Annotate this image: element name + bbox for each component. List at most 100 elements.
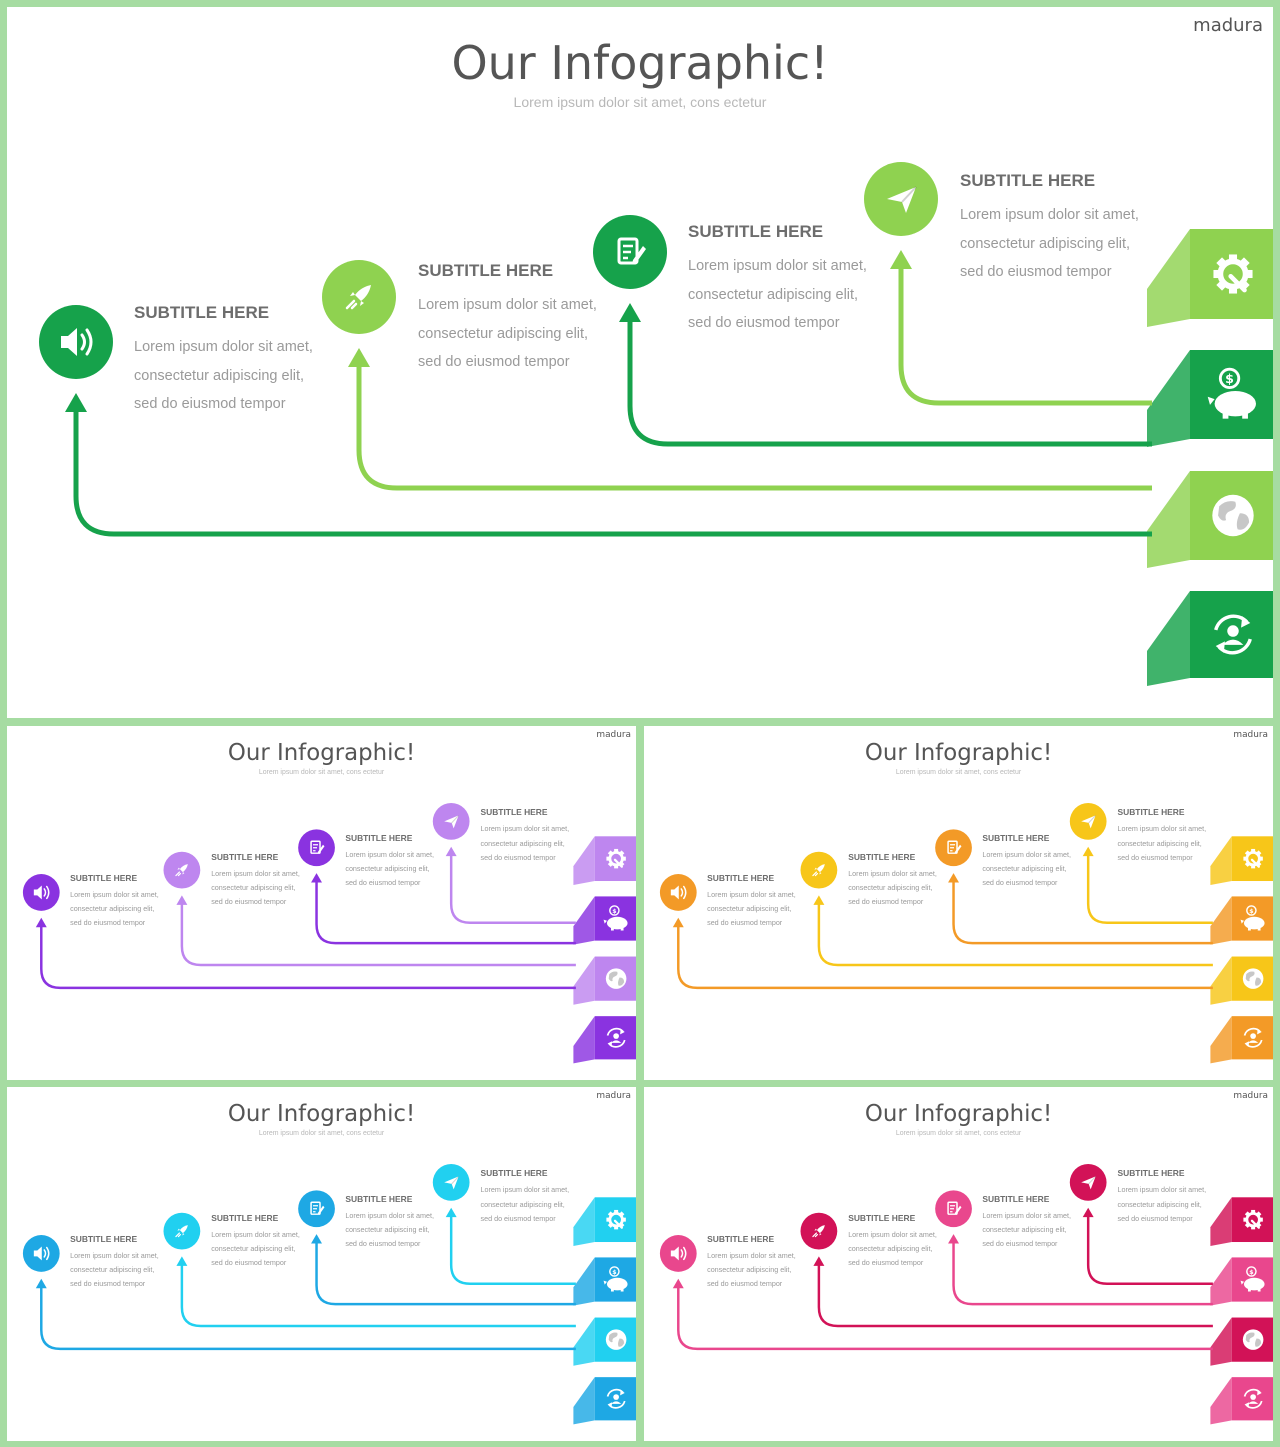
step-description-line: Lorem ipsum dolor sit amet, — [1117, 824, 1207, 834]
step-description-line: sed do eiusmod tempor — [345, 878, 421, 888]
paper-plane-icon — [444, 815, 459, 829]
rocket-icon — [812, 864, 825, 877]
step-description-line: Lorem ipsum dolor sit amet, — [1117, 1185, 1207, 1195]
slide-title: Our Infographic! — [864, 740, 1053, 767]
document-edit-icon — [310, 840, 325, 854]
branch-arrow-3 — [619, 303, 1152, 447]
globe-icon — [1242, 968, 1264, 989]
paper-plane-icon — [444, 1176, 459, 1190]
step-description-line: consectetur adipiscing elit, — [70, 904, 155, 914]
piggy-bank-icon: $ — [1240, 905, 1265, 931]
step-4: SUBTITLE HERE Lorem ipsum dolor sit amet,… — [960, 171, 1139, 287]
side-tab-4 — [1147, 591, 1273, 686]
step-description-line: Lorem ipsum dolor sit amet, — [211, 869, 300, 879]
step-description-line: consectetur adipiscing elit, — [1117, 838, 1202, 848]
branch-arrow-4 — [445, 1207, 576, 1285]
side-tab-1 — [573, 836, 636, 885]
branch-arrow-3 — [311, 873, 576, 945]
step-1: SUBTITLE HERE Lorem ipsum dolor sit amet,… — [134, 303, 313, 419]
step-description-line: consectetur adipiscing elit, — [1117, 1199, 1202, 1209]
step-circle-4 — [1069, 1164, 1107, 1201]
step-description-line: Lorem ipsum dolor sit amet, — [211, 1230, 300, 1240]
side-tab-4 — [573, 1016, 636, 1064]
step-description-line: consectetur adipiscing elit, — [480, 1199, 565, 1209]
speaker-icon — [33, 1246, 50, 1261]
step-circle-3 — [298, 829, 335, 867]
step-description-line: Lorem ipsum dolor sit amet, — [70, 890, 159, 900]
slide-title: Our Infographic! — [227, 740, 416, 767]
step-heading: SUBTITLE HERE — [848, 1213, 916, 1224]
step-description-line: consectetur adipiscing elit, — [707, 1265, 792, 1275]
slide-subtitle: Lorem ipsum dolor sit amet, cons ectetur — [895, 769, 1022, 777]
step-description-line: sed do eiusmod tempor — [1117, 1213, 1193, 1223]
speaker-icon — [670, 885, 687, 900]
step-heading: SUBTITLE HERE — [134, 303, 270, 322]
slide-title: Our Infographic! — [864, 1101, 1053, 1128]
side-tab-2: $ — [573, 896, 636, 945]
step-description-line: Lorem ipsum dolor sit amet, — [982, 849, 1072, 859]
user-refresh-icon — [1243, 1388, 1263, 1409]
paper-plane-icon — [1081, 815, 1096, 829]
step-description-line: consectetur adipiscing elit, — [70, 1265, 155, 1275]
step-heading: SUBTITLE HERE — [960, 171, 1096, 190]
step-description-line: sed do eiusmod tempor — [70, 918, 146, 928]
step-description-line: Lorem ipsum dolor sit amet, — [960, 207, 1139, 223]
side-tab-3 — [1210, 1317, 1273, 1366]
step-heading: SUBTITLE HERE — [1117, 1168, 1185, 1179]
step-heading: SUBTITLE HERE — [707, 873, 775, 884]
step-description-line: Lorem ipsum dolor sit amet, — [480, 1185, 570, 1195]
step-circle-1 — [659, 1235, 697, 1272]
svg-text:$: $ — [612, 1269, 616, 1276]
step-description-line: sed do eiusmod tempor — [848, 1258, 924, 1268]
step-description-line: Lorem ipsum dolor sit amet, — [848, 1230, 937, 1240]
step-description-line: consectetur adipiscing elit, — [848, 1244, 933, 1254]
step-4: SUBTITLE HERE Lorem ipsum dolor sit amet,… — [1117, 807, 1206, 864]
step-description-line: sed do eiusmod tempor — [1117, 852, 1193, 862]
side-tab-4 — [573, 1377, 636, 1425]
step-circle-3 — [935, 829, 972, 867]
document-edit-icon — [947, 1201, 962, 1215]
step-heading: SUBTITLE HERE — [1117, 807, 1185, 818]
branch-arrow-4 — [890, 250, 1152, 406]
step-description-line: Lorem ipsum dolor sit amet, — [134, 339, 313, 355]
piggy-bank-icon: $ — [603, 1266, 628, 1292]
side-tab-1 — [573, 1197, 636, 1246]
step-circle-4 — [432, 1164, 470, 1201]
step-circle-4 — [432, 803, 470, 840]
branch-arrow-1 — [65, 393, 1152, 537]
step-circle-2 — [800, 1212, 838, 1250]
side-tab-3 — [1210, 956, 1273, 1005]
step-description-line: consectetur adipiscing elit, — [960, 235, 1131, 252]
step-circle-2 — [163, 851, 201, 889]
slide-subtitle: Lorem ipsum dolor sit amet, cons ectetur — [513, 94, 767, 110]
rocket-icon — [175, 864, 188, 877]
branch-arrow-4 — [445, 846, 576, 924]
user-refresh-icon — [606, 1027, 626, 1048]
step-circle-3 — [935, 1190, 972, 1228]
gear-icon — [1243, 848, 1263, 869]
step-3: SUBTITLE HERE Lorem ipsum dolor sit amet,… — [982, 833, 1071, 890]
branch-arrow-3 — [948, 873, 1213, 945]
step-circle-2 — [800, 851, 838, 889]
speaker-icon — [33, 885, 50, 900]
step-circle-4 — [864, 162, 938, 236]
step-description-line: Lorem ipsum dolor sit amet, — [688, 258, 867, 274]
step-description-line: sed do eiusmod tempor — [960, 264, 1112, 280]
branch-arrow-4 — [1082, 846, 1213, 924]
infographic-graphics: $ — [22, 1164, 636, 1425]
user-refresh-icon — [1214, 614, 1252, 655]
step-description-line: Lorem ipsum dolor sit amet, — [707, 890, 796, 900]
paper-plane-icon — [887, 186, 917, 213]
globe-icon — [605, 968, 627, 989]
step-description-line: consectetur adipiscing elit, — [688, 286, 859, 303]
step-heading: SUBTITLE HERE — [211, 852, 279, 863]
step-heading: SUBTITLE HERE — [982, 1193, 1050, 1204]
step-heading: SUBTITLE HERE — [982, 832, 1050, 843]
brand-logo-text: madura — [596, 729, 632, 740]
svg-text:$: $ — [1249, 908, 1253, 915]
slide-title: Our Infographic! — [227, 1101, 416, 1128]
